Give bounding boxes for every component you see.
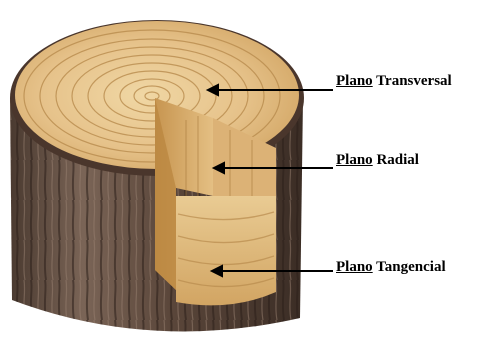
label-plano-radial: Plano Radial xyxy=(336,151,419,169)
label-plano-transversal: Plano Transversal xyxy=(336,72,452,90)
tangencial-plane xyxy=(176,196,276,305)
label-plano-tangencial: Plano Tangencial xyxy=(336,258,446,276)
label-transversal-second: Transversal xyxy=(373,73,452,89)
label-transversal-first: Plano xyxy=(336,73,373,89)
label-tangencial-second: Tangencial xyxy=(373,259,446,275)
label-radial-second: Radial xyxy=(373,152,419,168)
label-tangencial-first: Plano xyxy=(336,259,373,275)
label-radial-first: Plano xyxy=(336,152,373,168)
